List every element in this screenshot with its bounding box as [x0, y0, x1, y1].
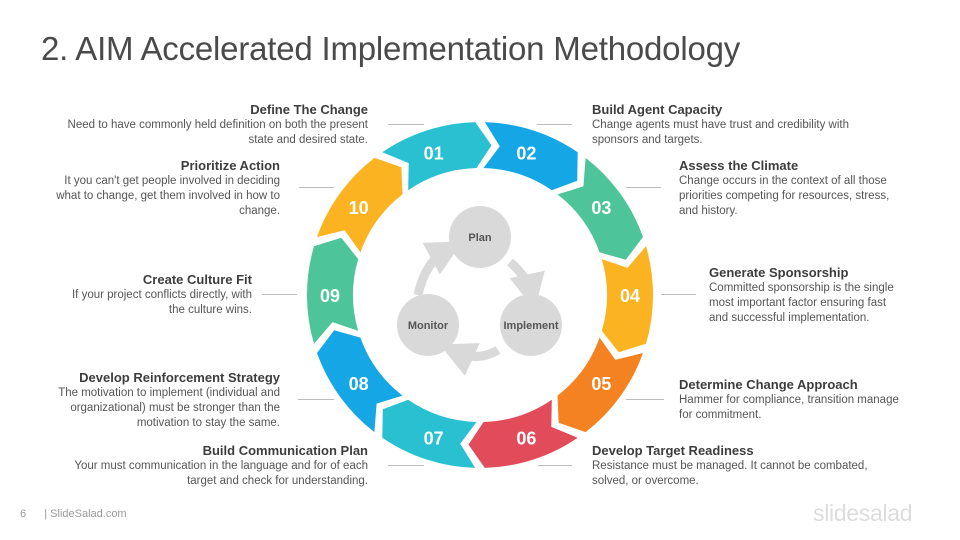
ring-segment-02	[483, 122, 578, 191]
page-title: 2. AIM Accelerated Implementation Method…	[41, 30, 741, 67]
step-09-text: Create Culture Fit If your project confl…	[22, 272, 252, 318]
footer: 6 | SlideSalad.com	[20, 508, 127, 520]
page-number: 6	[20, 508, 27, 520]
ring-segment-04	[601, 246, 654, 353]
ring-segment-09	[306, 237, 359, 344]
step-07-text: Build Communication Plan Your must commu…	[28, 443, 368, 489]
step-06-line-1: Resistance must be managed. It cannot be…	[592, 460, 868, 472]
step-08-line-3: motivation to stay the same.	[136, 417, 280, 429]
cycle-arrow-monitor-plan	[413, 241, 463, 297]
connector-08	[298, 399, 334, 400]
plan-circle	[449, 206, 511, 268]
step-03-line-2: priorities competing for resources, stre…	[679, 190, 890, 202]
step-02-line-1: Change agents must have trust and credib…	[592, 119, 849, 131]
step-05-line-2: for commitment.	[679, 409, 762, 421]
segment-number-10: 10	[349, 198, 369, 218]
cycle-arrow-plan-implement	[506, 258, 545, 310]
step-04-line-3: and successful implementation.	[709, 312, 870, 324]
step-10-line-1: It you can't get people involved in deci…	[64, 175, 280, 187]
step-09-heading: Create Culture Fit	[142, 272, 252, 287]
connector-02	[537, 124, 572, 125]
step-04-heading: Generate Sponsorship	[709, 265, 849, 280]
step-05-line-1: Hammer for compliance, transition manage	[679, 394, 899, 406]
implement-circle	[500, 294, 562, 356]
step-08-line-2: organizational) must be stronger than th…	[70, 402, 280, 414]
segment-number-08: 08	[349, 374, 369, 394]
step-07-heading: Build Communication Plan	[202, 443, 368, 458]
ring-segment-10	[317, 157, 403, 253]
step-09-line-2: the culture wins.	[168, 304, 252, 316]
step-09-line-1: If your project conflicts directly, with	[71, 289, 252, 301]
step-03-line-3: and history.	[679, 205, 738, 217]
connector-04	[661, 294, 696, 295]
ring-segment-08	[317, 330, 403, 433]
step-02-text: Build Agent Capacity Change agents must …	[592, 102, 912, 148]
connector-01	[388, 124, 424, 125]
step-08-text: Develop Reinforcement Strategy The motiv…	[20, 370, 280, 431]
step-03-heading: Assess the Climate	[679, 158, 799, 173]
step-01-line-2: state and desired state.	[248, 134, 368, 146]
ring-segment-03	[557, 157, 643, 260]
step-03-line-1: Change occurs in the context of all thos…	[679, 175, 887, 187]
step-04-line-2: most important factor ensuring fast	[709, 297, 887, 309]
step-08-heading: Develop Reinforcement Strategy	[79, 370, 280, 385]
step-06-text: Develop Target Readiness Resistance must…	[592, 443, 922, 489]
cycle-arrow-implement-monitor	[439, 343, 501, 376]
connector-09	[262, 294, 297, 295]
segment-number-03: 03	[591, 198, 611, 218]
brand-logo: slidesalad	[813, 500, 913, 526]
ring-segment-05	[557, 337, 643, 433]
segment-number-09: 09	[320, 286, 340, 306]
step-01-text: Define The Change Need to have commonly …	[28, 102, 368, 148]
connector-07	[388, 465, 424, 466]
step-01-line-1: Need to have commonly held definition on…	[67, 119, 368, 131]
step-02-line-2: sponsors and targets.	[592, 134, 703, 146]
step-05-text: Determine Change Approach Hammer for com…	[679, 377, 939, 423]
connector-06	[538, 465, 572, 466]
segment-number-07: 07	[424, 429, 444, 449]
step-04-line-1: Committed sponsorship is the single	[709, 282, 894, 294]
segment-number-06: 06	[516, 429, 536, 449]
segment-number-04: 04	[620, 286, 640, 306]
monitor-circle	[397, 294, 459, 356]
ring-segment-01	[382, 122, 492, 191]
step-10-line-2: what to change, get them involved in how…	[56, 190, 280, 202]
step-10-line-3: change.	[239, 205, 280, 217]
plan-label: Plan	[468, 232, 492, 244]
step-08-line-1: The motivation to implement (individual …	[58, 387, 280, 399]
footer-site: | SlideSalad.com	[44, 508, 127, 520]
segment-number-01: 01	[424, 143, 444, 163]
step-06-line-2: solved, or overcome.	[592, 475, 699, 487]
ring-segment-07	[382, 399, 477, 468]
ring-segments	[306, 122, 654, 468]
segment-number-05: 05	[591, 374, 611, 394]
ring-segment-06	[468, 399, 578, 468]
segment-numbers: 01 02 03 04 05 06 07 08 09 10	[320, 143, 640, 448]
step-02-heading: Build Agent Capacity	[592, 102, 723, 117]
monitor-label: Monitor	[408, 320, 449, 332]
step-03-text: Assess the Climate Change occurs in the …	[679, 158, 939, 219]
connector-10	[299, 187, 334, 188]
step-04-text: Generate Sponsorship Committed sponsorsh…	[709, 265, 949, 326]
step-07-line-2: target and check for understanding.	[187, 475, 368, 487]
segment-number-02: 02	[516, 143, 536, 163]
step-01-heading: Define The Change	[250, 102, 368, 117]
step-05-heading: Determine Change Approach	[679, 377, 858, 392]
implement-label: Implement	[503, 320, 558, 332]
inner-cycle: Plan Implement Monitor	[397, 206, 562, 376]
step-07-line-1: Your must communication in the language …	[74, 460, 368, 472]
connector-05	[626, 399, 664, 400]
step-10-heading: Prioritize Action	[180, 158, 280, 173]
step-10-text: Prioritize Action It you can't get peopl…	[20, 158, 280, 219]
connector-03	[626, 187, 661, 188]
step-06-heading: Develop Target Readiness	[592, 443, 754, 458]
